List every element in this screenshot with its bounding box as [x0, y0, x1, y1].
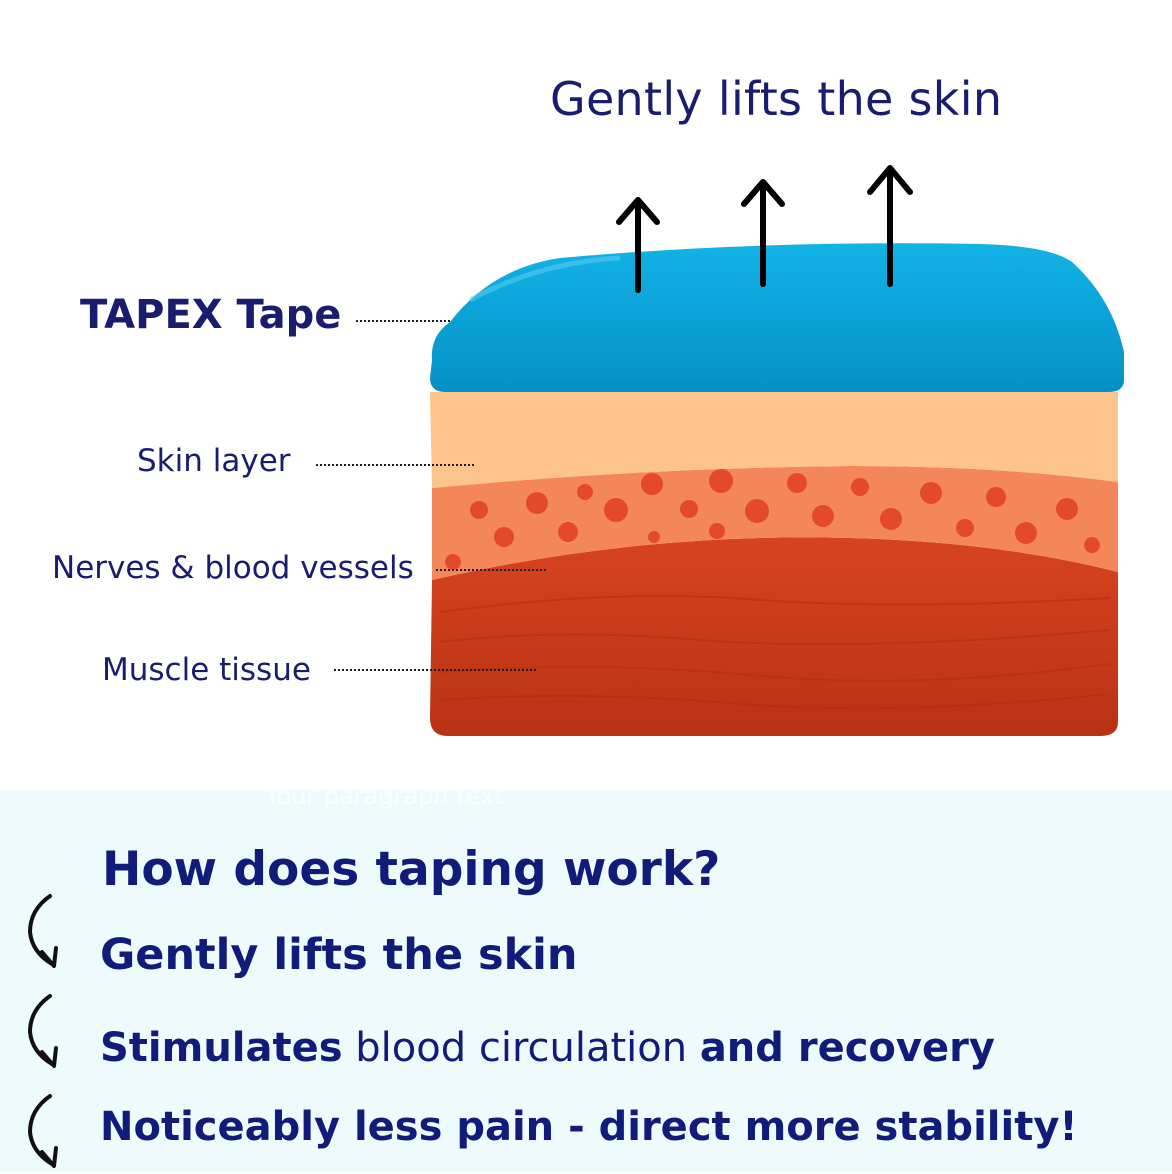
curved-arrow-icon: [27, 894, 58, 968]
info-panel: [0, 790, 1172, 1172]
label-skin-layer: Skin layer: [137, 443, 291, 479]
muscle-layer: [430, 537, 1118, 736]
placeholder-paragraph-text: Your paragraph text: [265, 782, 504, 810]
skin-layer-diagram: Gently lifts the skin TAPEX Tape Skin la…: [52, 72, 1124, 736]
point-lifts-skin: Gently lifts the skin: [100, 930, 578, 980]
tape-layer: [430, 243, 1124, 392]
label-nerves-blood-vessels: Nerves & blood vessels: [52, 550, 414, 586]
nerve-layer: [432, 466, 1118, 580]
blood-vessel-dots: [445, 469, 1100, 570]
point-circulation-middle: blood circulation: [342, 1025, 700, 1071]
point-less-pain: Noticeably less pain - direct more stabi…: [100, 1104, 1078, 1150]
up-arrow-icon: [741, 179, 785, 287]
layer-illustration: [316, 165, 1124, 736]
up-arrow-icon: [616, 197, 660, 293]
up-arrow-icon: [867, 165, 913, 287]
skin-layer: [430, 392, 1118, 488]
curved-arrow-icon: [27, 994, 58, 1068]
label-muscle-tissue: Muscle tissue: [102, 652, 311, 688]
info-heading: How does taping work?: [102, 842, 721, 897]
lift-arrows: [616, 165, 913, 293]
tape-highlight: [468, 255, 621, 303]
muscle-fibers: [439, 595, 1111, 710]
label-tapex-tape: TAPEX Tape: [80, 292, 342, 338]
curved-arrow-icon: [27, 1094, 58, 1168]
point-circulation: Stimulates blood circulation and recover…: [100, 1025, 995, 1071]
leader-lines: [316, 320, 548, 671]
point-circulation-bold-start: Stimulates: [100, 1025, 343, 1071]
diagram-title: Gently lifts the skin: [550, 72, 1003, 126]
point-circulation-bold-end: and recovery: [699, 1025, 995, 1071]
